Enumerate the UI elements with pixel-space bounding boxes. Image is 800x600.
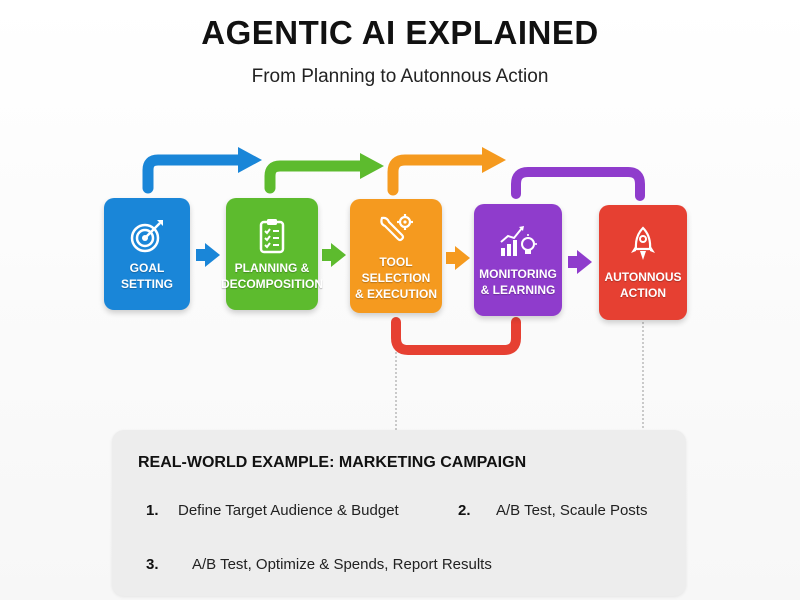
step-autonomous-action: AUTONNOUS ACTION — [599, 205, 687, 320]
arc-blue-arrowhead — [238, 147, 262, 173]
step-planning-decomposition: PLANNING & DECOMPOSITION — [221, 198, 323, 310]
example-panel: REAL-WORLD EXAMPLE: MARKETING CAMPAIGN 1… — [112, 430, 686, 596]
step-goal-setting: GOAL SETTING — [104, 198, 190, 310]
page-title: AGENTIC AI EXPLAINED — [201, 14, 599, 51]
step-label: GOAL SETTING — [120, 261, 173, 291]
arrow-monitoring-to-action — [568, 250, 592, 274]
step-label: AUTONNOUS ACTION — [604, 269, 682, 300]
wrench-gear-icon — [380, 214, 413, 242]
example-item-number: 2. — [458, 502, 471, 519]
chart-lightbulb-icon — [500, 226, 537, 256]
arrow-tool-to-monitoring — [446, 246, 470, 270]
step-label: PLANNING & DECOMPOSITION — [221, 261, 324, 291]
arc-green-connector — [264, 160, 368, 194]
arc-orange-arrowhead — [482, 147, 506, 173]
loop-red-connector — [391, 317, 521, 355]
step-monitoring-learning: MONITORING & LEARNING — [474, 204, 562, 316]
example-item-text: Define Target Audience & Budget — [178, 502, 399, 519]
target-icon — [130, 220, 163, 253]
step-tool-selection-execution: TOOL SELECTION & EXECUTION — [350, 199, 442, 313]
arc-green-arrowhead — [360, 153, 384, 179]
example-item-number: 1. — [146, 502, 159, 519]
arc-blue-connector — [142, 154, 246, 194]
step-label: MONITORING & LEARNING — [479, 267, 557, 297]
arc-purple-connector — [511, 167, 645, 201]
example-item-text: A/B Test, Optimize & Spends, Report Resu… — [192, 556, 492, 573]
example-item-number: 3. — [146, 556, 159, 573]
example-title: REAL-WORLD EXAMPLE: MARKETING CAMPAIGN — [138, 454, 527, 471]
arc-orange-connector — [387, 154, 490, 196]
example-item-text: A/B Test, Scaule Posts — [496, 502, 648, 519]
clipboard-checklist-icon — [259, 219, 285, 254]
step-label: TOOL SELECTION & EXECUTION — [354, 255, 437, 301]
rocket-icon — [631, 225, 655, 260]
page-subtitle: From Planning to Autonnous Action — [251, 66, 549, 87]
